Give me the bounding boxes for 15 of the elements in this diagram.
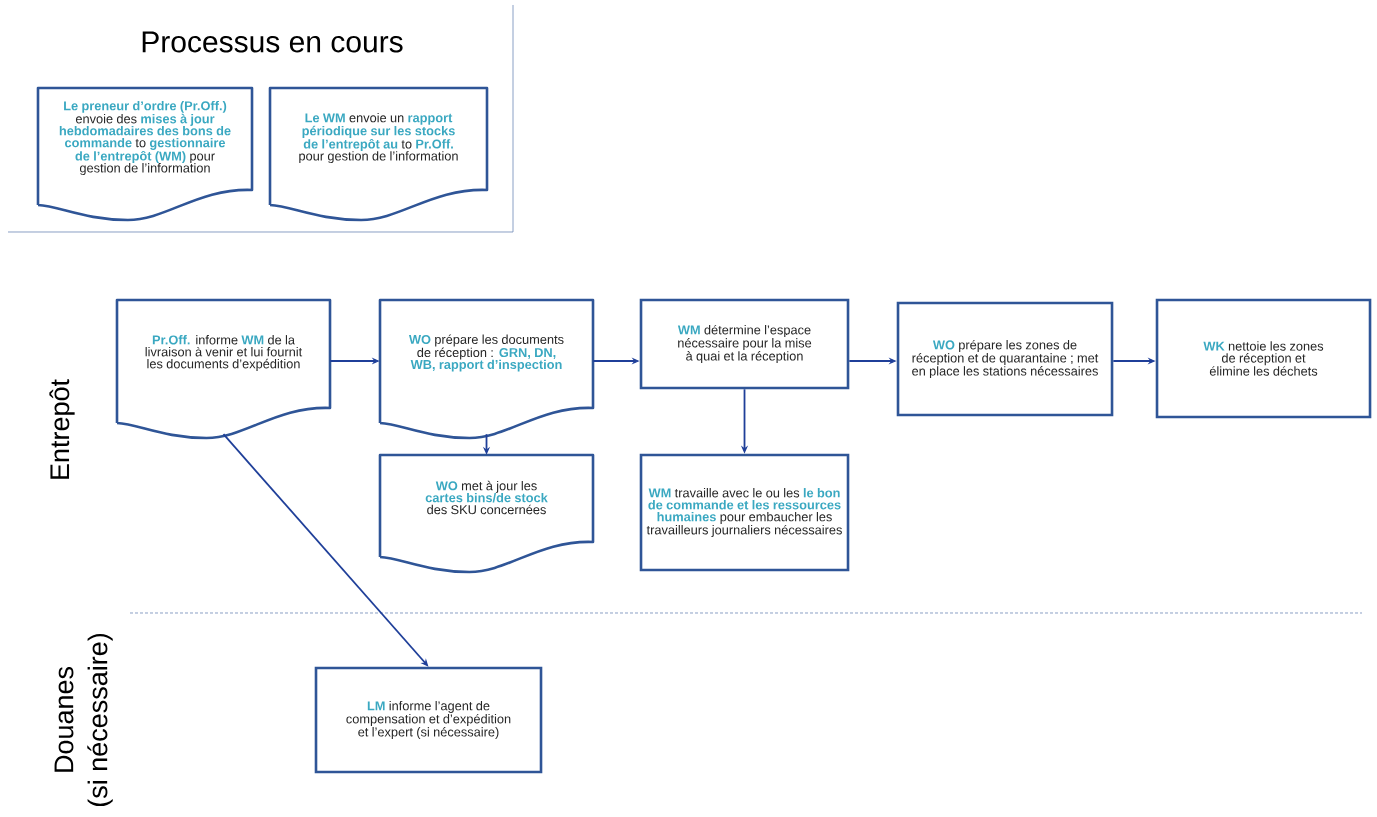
title: Processus en cours	[142, 31, 403, 53]
document-shape: WO prépare les documents de réception : GRN, DN, WB, rapport d’inspection	[378, 298, 595, 440]
document-shape: WO met à jour les cartes bins/de stock des SKU concernées	[378, 453, 595, 574]
process-box: WK nettoie les zones de réception et élimine les déchets	[1155, 298, 1372, 419]
lane-label: Entrepôt	[49, 379, 75, 479]
process-box: LM informe l’agent de compensation et d’expédition et l’expert (si nécessaire)	[314, 666, 543, 774]
process-box: WM détermine l’espace nécessaire pour la mise à quai et la réception	[639, 298, 850, 390]
process-box: WM travaille avec le ou les le bon de commande et les ressources humaines pour embaucher les travailleurs journaliers nécessaires	[639, 453, 850, 572]
lane-label: (si nécessaire)	[87, 633, 113, 807]
document-shape: Le WM envoie un rapport périodique sur les stocks de l’entrepôt au to Pr.Off. pour gestion de l’information	[268, 86, 489, 222]
arrow	[222, 433, 429, 667]
lane-label: Douanes	[54, 666, 74, 772]
document-shape: Pr.Off. informe WM de la livraison à venir et lui fournit les documents d’expédition	[115, 298, 332, 440]
document-shape: Le preneur d’ordre (Pr.Off.) envoie des mises à jour hebdomadaires des bons de commande to gestionnaire de l’entrepôt (WM) pour gestion de l’information	[36, 86, 254, 222]
process-box: WO prépare les zones de réception et de quarantaine ; met en place les stations nécessaires	[896, 301, 1114, 417]
